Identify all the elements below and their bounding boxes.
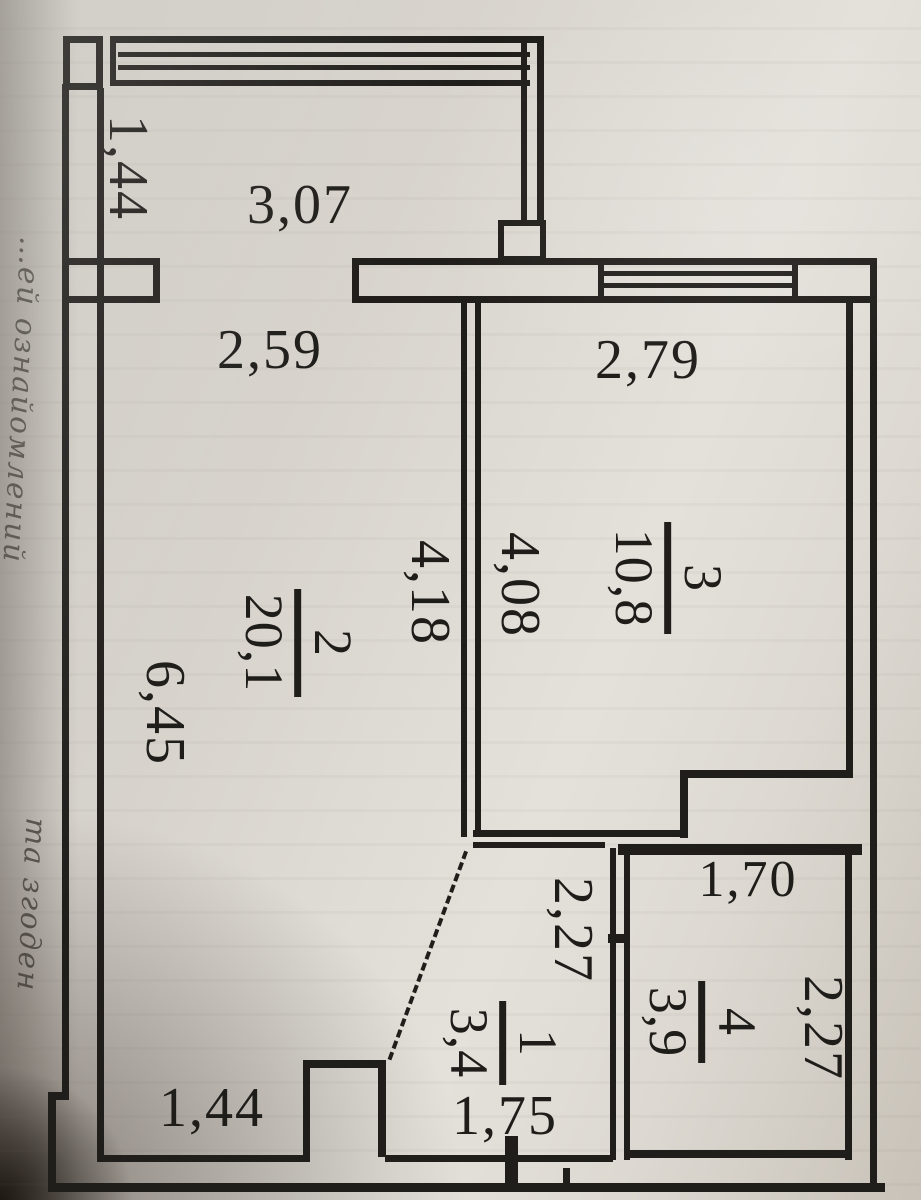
dim-room2-depth: 4,18 xyxy=(399,540,461,646)
room-label-3: 3 10,8 xyxy=(604,522,734,634)
wall-inner-right-room3 xyxy=(846,296,853,778)
dim-room4-depth: 2,27 xyxy=(792,975,854,1081)
wall-room1-room4 xyxy=(624,848,630,1160)
wall-outer-right xyxy=(870,258,877,1192)
window-glazing-line xyxy=(604,271,792,276)
wall-room2-room3 xyxy=(461,303,467,837)
wall-room4-top xyxy=(618,844,862,855)
wall-balcony-bottom-pier xyxy=(63,258,160,265)
window-glazing-line xyxy=(604,283,792,288)
wall-bottom-inner-room2 xyxy=(97,1155,310,1162)
wall-room3-step xyxy=(680,770,688,838)
dim-balcony-width: 1,44 xyxy=(97,115,159,221)
dim-hall-opening: 2,59 xyxy=(217,319,323,381)
room-label-1: 1 3,4 xyxy=(439,1001,569,1085)
balcony-glazing-line xyxy=(110,36,543,43)
room3-number: 3 xyxy=(673,564,734,592)
wall-bottom-outer xyxy=(48,1183,885,1192)
room1-fraction-bar xyxy=(499,1001,507,1085)
wall-bottom-tick xyxy=(505,1136,518,1192)
balcony-right-wall xyxy=(521,42,527,225)
wall-top-left-cap xyxy=(352,258,359,303)
wall-pier-balcony-right xyxy=(498,220,546,262)
wall-outer-left-lower xyxy=(48,1092,56,1192)
wall-room1-room4-tick xyxy=(608,934,630,943)
room-label-4: 4 3,9 xyxy=(638,981,768,1063)
wall-top-inner xyxy=(352,296,877,303)
dim-room4-width: 1,70 xyxy=(698,851,798,908)
dim-room2-left-side: 6,45 xyxy=(134,660,196,766)
dim-room3-depth: 4,08 xyxy=(489,532,551,638)
room4-area: 3,9 xyxy=(638,986,699,1058)
dim-room3-width: 2,79 xyxy=(595,329,701,391)
wall-room3-bottom-right xyxy=(687,770,853,778)
wall-room1-room4 xyxy=(610,848,616,1160)
handwriting-note-top: …ей ознайомлений xyxy=(0,235,48,565)
wall-room1-top xyxy=(473,842,605,848)
wall-outer-left xyxy=(62,84,69,1098)
balcony-glazing-cap xyxy=(110,36,116,86)
entry-niche-top xyxy=(303,1060,385,1068)
balcony-glazing-line xyxy=(118,65,530,70)
room1-number: 1 xyxy=(508,1029,569,1057)
wall-room4-right-inner xyxy=(845,844,852,1160)
entry-niche-right xyxy=(378,1060,386,1157)
entry-niche-left xyxy=(303,1060,310,1157)
room3-area: 10,8 xyxy=(604,528,665,628)
dim-room1-depth: 2,27 xyxy=(542,877,604,983)
handwriting-note-bottom: та згоден xyxy=(10,816,54,994)
room2-area: 20,1 xyxy=(234,593,295,693)
balcony-glazing-line xyxy=(110,80,530,86)
wall-bottom-tick-small xyxy=(563,1168,570,1192)
dim-balcony-length: 3,07 xyxy=(247,174,353,236)
wall-balcony-bottom-pier-cap xyxy=(153,258,160,303)
balcony-glazing-line xyxy=(118,52,530,57)
wall-room4-bottom-inner xyxy=(630,1150,852,1158)
window-cap xyxy=(598,258,604,303)
room4-fraction-bar xyxy=(698,981,706,1063)
wall-inner-left xyxy=(97,88,104,1160)
window-cap xyxy=(792,258,798,303)
dim-room1-width: 1,75 xyxy=(452,1085,558,1147)
room4-number: 4 xyxy=(707,1008,768,1036)
wall-top-outer xyxy=(352,258,877,265)
balcony-right-wall xyxy=(537,36,544,225)
room2-number: 2 xyxy=(303,629,364,657)
dim-entry-wall: 1,44 xyxy=(159,1077,265,1139)
room1-area: 3,4 xyxy=(439,1007,500,1079)
wall-bottom-inner-room1 xyxy=(385,1155,613,1162)
wall-outer-left-step xyxy=(48,1092,69,1100)
room-label-2: 2 20,1 xyxy=(234,589,364,697)
wall-pier-top-left xyxy=(63,36,103,90)
wall-balcony-bottom-pier xyxy=(63,296,160,303)
wall-room3-bottom-left xyxy=(473,830,688,837)
wall-room2-room3 xyxy=(475,303,481,837)
room3-fraction-bar xyxy=(664,522,672,634)
room2-fraction-bar xyxy=(294,589,302,697)
